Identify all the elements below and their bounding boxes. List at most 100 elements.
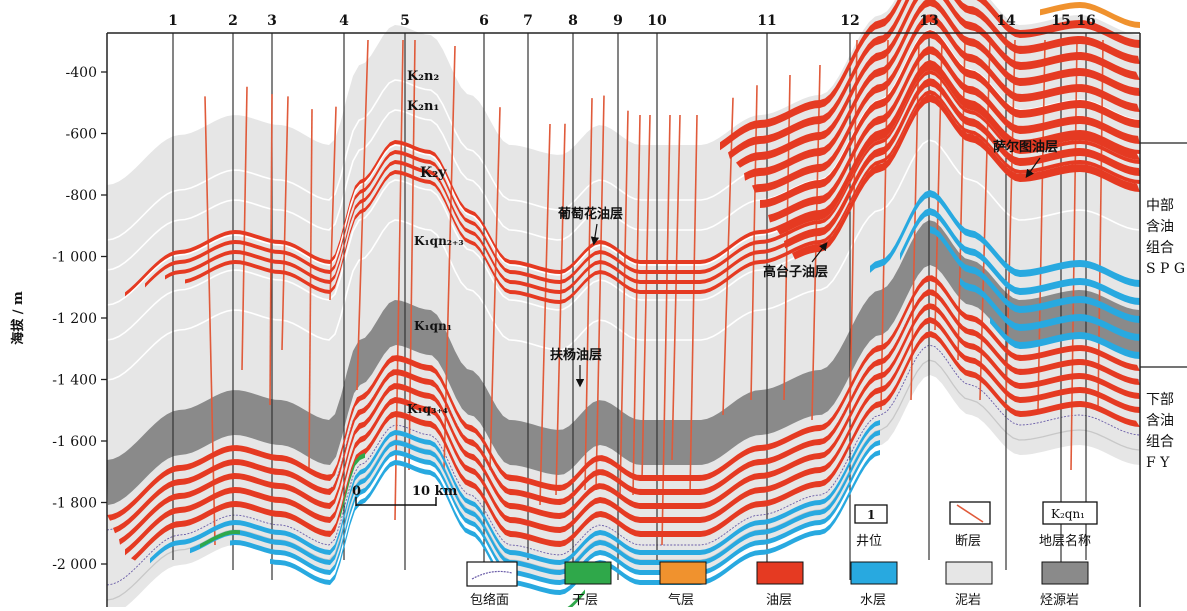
envelope-line <box>106 344 1140 586</box>
fault-line <box>1037 39 1046 411</box>
y-axis: -400-600-800-1 000-1 200-1 400-1 600-1 8… <box>52 65 107 573</box>
well-number-label: 15 <box>1051 13 1070 29</box>
oil-bed <box>760 30 1140 208</box>
y-axis-label: 海拔 / m <box>10 291 26 345</box>
upper-group-line4: S P G <box>1146 261 1185 277</box>
lower-group-line4: F Y <box>1146 455 1170 471</box>
water-bed <box>960 277 1140 341</box>
reservoir-beds <box>107 0 1140 611</box>
legend-well-symbol <box>854 504 888 524</box>
y-tick-label: -1 800 <box>52 496 97 512</box>
legend-gas-label: 气层 <box>668 592 694 607</box>
source-rock-band <box>107 220 1140 505</box>
well-number-label: 9 <box>613 13 623 29</box>
legend-fault-label: 断层 <box>955 534 981 549</box>
fault-line <box>957 39 966 361</box>
fault-line <box>394 39 404 521</box>
y-tick-label: -1 000 <box>52 250 97 266</box>
oil-bed <box>744 0 1140 181</box>
scale-bar-end: 10 km <box>412 484 458 499</box>
upper-group-line1: 中部 <box>1146 198 1174 214</box>
legend: 1 井位 断层 K₂qn₁ 地层名称 包络面 干层 气层 油层 水层 泥岩 烃源… <box>466 501 1098 608</box>
legend-mudstone-symbol <box>945 561 993 585</box>
label-gaotaizi-oil-layer: 高台子油层 <box>763 264 828 280</box>
right-panel-lower-group: 下部 含油 组合 F Y <box>1146 392 1174 471</box>
well-number-label: 8 <box>568 13 578 29</box>
fault-line <box>555 123 566 496</box>
legend-envelope-label: 包络面 <box>470 592 509 607</box>
legend-water-symbol <box>850 561 898 585</box>
legend-oil-label: 油层 <box>766 593 792 607</box>
fault-line <box>356 39 369 391</box>
y-tick-label: -600 <box>66 127 97 143</box>
legend-formation-symbol-text: K₂qn₁ <box>1051 507 1085 521</box>
right-panel-upper-group: 中部 含油 组合 S P G <box>1146 198 1185 277</box>
oil-bed <box>113 289 1140 534</box>
well-number-label: 7 <box>523 13 533 29</box>
arrow-putaohua <box>590 223 600 246</box>
horizon-line <box>106 29 1140 271</box>
legend-water-label: 水层 <box>860 593 886 607</box>
formation-label-k2n1: K₂n₁ <box>407 99 439 114</box>
oil-bed <box>768 46 1140 223</box>
well-number-label: 2 <box>228 13 238 29</box>
fault-line <box>281 96 289 351</box>
fault-line <box>595 95 605 491</box>
water-bed <box>900 208 1140 305</box>
formation-label-k1qn234: K₁qn₂₊₃ <box>414 234 464 248</box>
y-tick-label: -1 600 <box>52 434 97 450</box>
formation-label-k1qn1: K₁qn₁ <box>414 319 452 333</box>
well-number-label: 6 <box>479 13 489 29</box>
fault-line <box>329 106 337 301</box>
legend-oil-symbol <box>756 561 804 585</box>
lower-group-line3: 组合 <box>1146 434 1174 450</box>
fault-line <box>619 110 629 496</box>
fault-line <box>308 109 313 471</box>
fault-line <box>661 114 671 546</box>
fault-line <box>584 98 593 491</box>
legend-envelope-symbol <box>466 561 518 587</box>
well-number-label: 5 <box>400 13 410 29</box>
y-tick-label: -800 <box>66 188 97 204</box>
well-number-label: 12 <box>840 13 859 29</box>
scale-bar: 0 10 km <box>352 484 458 506</box>
formation-label-k2y: K₂y <box>420 165 447 181</box>
fault-line <box>632 114 641 496</box>
fault-line <box>443 45 456 471</box>
water-bed <box>990 316 1140 359</box>
formation-label-k2n2: K₂n₂ <box>407 69 439 84</box>
fault-line <box>489 107 501 471</box>
legend-envelope-line <box>471 570 513 580</box>
fault-line <box>1097 39 1104 411</box>
fault-line <box>241 86 248 371</box>
label-fuyang-oil-layer: 扶杨油层 <box>550 347 602 363</box>
label-putaohua-oil-layer: 葡萄花油层 <box>557 206 623 222</box>
well-number-label: 14 <box>996 13 1016 29</box>
lower-group-line1: 下部 <box>1146 392 1174 408</box>
dry-bed <box>200 530 240 548</box>
fault-line <box>641 114 651 481</box>
oil-bed <box>107 275 1140 521</box>
well-number-label: 1 <box>168 13 178 29</box>
arrow-saertu <box>1025 157 1041 178</box>
well-number-label: 11 <box>757 13 776 29</box>
fault-line <box>671 114 681 461</box>
well-number-label: 3 <box>267 13 277 29</box>
legend-source-rock-label: 烃源岩 <box>1040 593 1079 607</box>
y-tick-label: -2 000 <box>52 557 97 573</box>
legend-well-label: 井位 <box>856 534 882 549</box>
oil-bed <box>776 62 1140 235</box>
water-bed <box>270 450 880 595</box>
well-number-label: 16 <box>1076 13 1095 29</box>
legend-source-rock-symbol <box>1041 561 1089 585</box>
legend-formation-symbol <box>1042 501 1098 525</box>
label-saertu-oil-layer: 萨尔图油层 <box>993 139 1058 155</box>
legend-gas-symbol <box>659 561 707 585</box>
lower-envelope <box>106 359 1140 601</box>
y-tick-label: -1 200 <box>52 311 97 327</box>
y-tick-label: -400 <box>66 65 97 81</box>
water-bed <box>870 190 1140 287</box>
